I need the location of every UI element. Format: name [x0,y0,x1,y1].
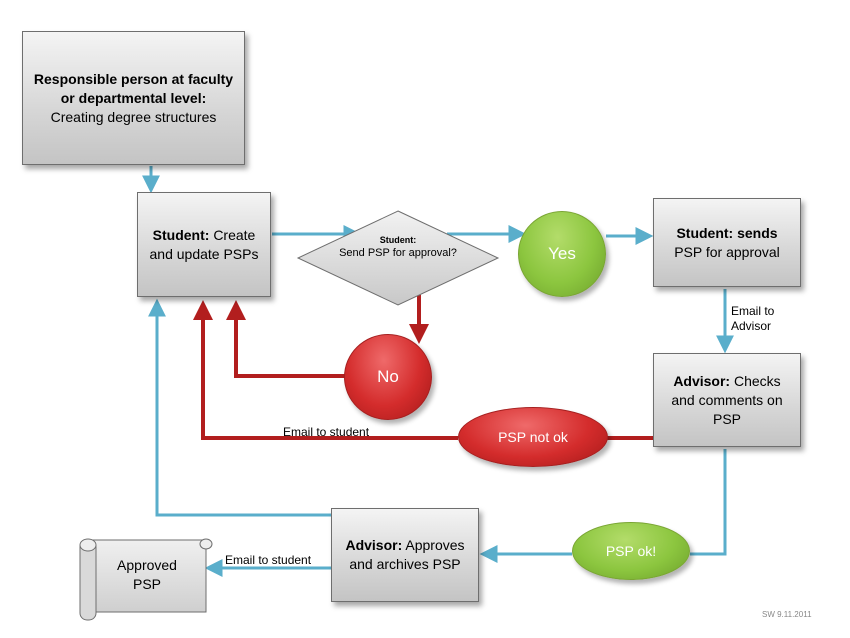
edge-notok-to-create [203,306,653,440]
faculty-responsible-box: Responsible person at faculty or departm… [22,31,245,165]
decision-question: Send PSP for approval? [339,247,457,259]
footer-date: SW 9.11.2011 [762,610,812,619]
faculty-text: Creating degree structures [50,108,217,125]
psp-ok-label: PSP ok! [605,543,657,559]
checks-title: Advisor: [673,372,731,389]
psp-not-ok-label: PSP not ok [498,429,568,445]
edge-checks-to-ok [690,449,727,556]
approved-psp-scroll [79,538,213,621]
edge-no-to-create [226,300,345,378]
no-label: No [377,367,399,386]
approves-title: Advisor: [345,537,403,553]
edge-approves-to-create [148,298,331,517]
yes-label: Yes [548,244,576,263]
create-text: Create and update PSPs [149,226,259,262]
advisor-approves-box: Advisor: Approves and archives PSP [331,508,479,602]
no-oval: No [344,334,432,420]
approved-psp-text: Approved PSP [117,557,177,592]
student-sends-box: Student: sends PSP for approval [653,198,801,287]
decision-diamond [296,210,500,306]
create-title: Student: [152,226,210,243]
yes-oval: Yes [518,211,606,297]
sends-text: PSP for approval [674,243,780,260]
psp-not-ok-oval: PSP not ok [458,407,608,467]
checks-text: Checks and comments on PSP [671,372,783,427]
email-to-student-label-1: Email to student [283,425,370,439]
student-create-box: Student: Create and update PSPs [137,192,271,297]
psp-ok-oval: PSP ok! [572,522,690,580]
sends-title: Student: sends [676,224,778,241]
faculty-title: Responsible person at faculty or departm… [33,70,234,106]
email-to-student-label-2: Email to student [225,553,312,567]
email-to-advisor-label: Email to Advisor [731,304,775,333]
advisor-checks-box: Advisor: Checks and comments on PSP [653,353,801,447]
decision-text: Student: Send PSP for approval? [330,234,466,260]
decision-title: Student: [379,235,417,245]
approves-text: Approves and archives PSP [349,537,465,572]
